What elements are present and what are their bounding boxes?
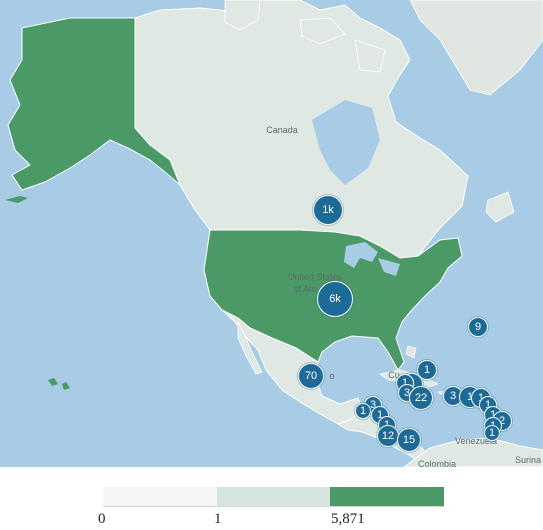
great-lakes xyxy=(344,242,378,268)
cluster-marker[interactable]: 1 xyxy=(417,360,437,380)
alaska-land xyxy=(7,17,181,191)
legend-axis-line xyxy=(103,506,444,507)
legend-swatch-2 xyxy=(330,487,445,506)
cluster-marker[interactable]: 1 xyxy=(355,403,371,419)
cluster-marker[interactable]: 12 xyxy=(377,425,399,447)
legend-swatch-1 xyxy=(216,487,331,506)
map-viewport[interactable]: Canada United States of Am o Cu Venezuel… xyxy=(0,0,543,467)
legend-tick-1: 1 xyxy=(214,511,222,527)
arctic-island xyxy=(354,39,386,73)
cluster-marker[interactable]: 22 xyxy=(409,386,433,410)
color-legend xyxy=(103,487,445,506)
hawaii-islands xyxy=(48,378,70,390)
great-lakes xyxy=(378,258,400,276)
greenland-land xyxy=(409,0,543,96)
legend-tick-0: 0 xyxy=(98,511,106,527)
aleutian-islands xyxy=(5,196,28,203)
legend-tick-2: 5,871 xyxy=(331,511,365,527)
arctic-island xyxy=(224,0,261,31)
south-america-land xyxy=(403,437,543,467)
legend-swatch-0 xyxy=(103,487,217,506)
canada-land xyxy=(134,0,469,259)
cluster-marker[interactable]: 9 xyxy=(468,317,488,337)
cluster-marker[interactable]: 1k xyxy=(313,195,343,225)
cluster-marker[interactable]: 15 xyxy=(397,428,421,452)
bahamas xyxy=(405,345,417,359)
arctic-island xyxy=(299,17,346,45)
hudson-bay xyxy=(312,100,380,185)
cluster-marker[interactable]: 70 xyxy=(298,363,324,389)
cluster-marker[interactable]: 6k xyxy=(317,281,353,317)
cluster-marker[interactable]: 1 xyxy=(484,425,500,441)
baja-california xyxy=(237,321,263,375)
newfoundland xyxy=(485,191,515,223)
